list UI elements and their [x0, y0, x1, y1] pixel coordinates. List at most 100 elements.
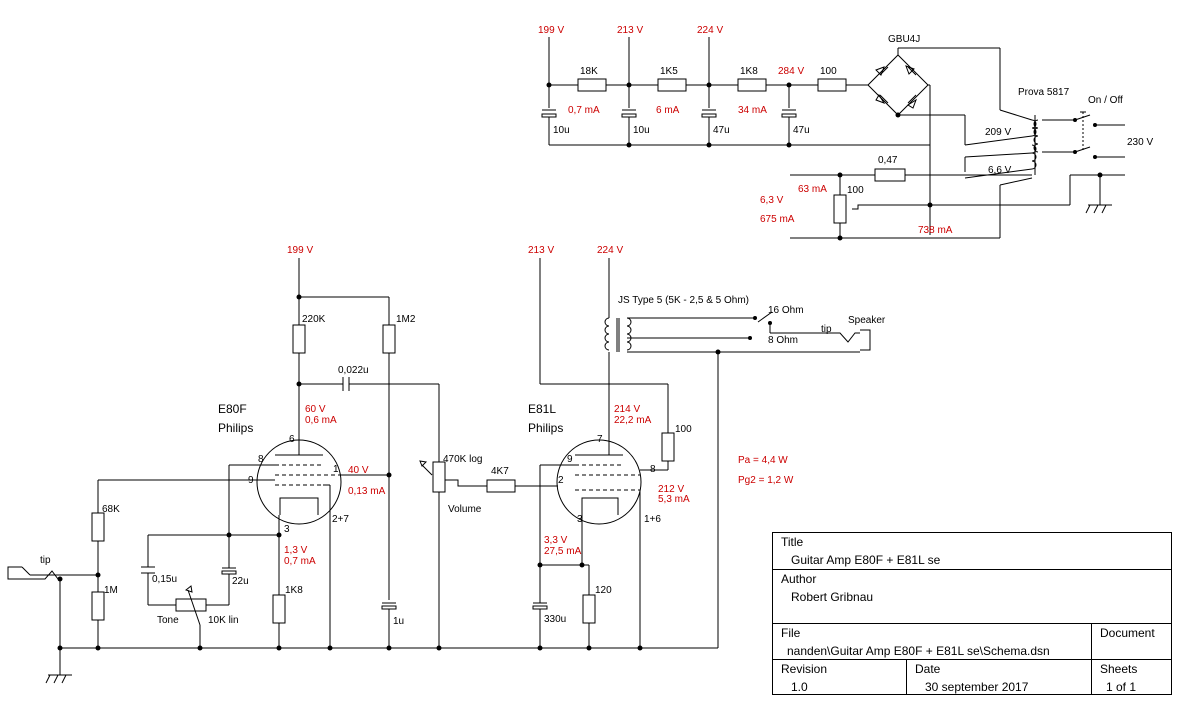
file-label: File: [781, 626, 801, 640]
resistor-label-1k8: 1K8: [740, 66, 758, 77]
resistor-label-220k: 220K: [302, 314, 326, 325]
output-transformer: [604, 311, 871, 648]
e80f-pin-9: 9: [248, 475, 254, 486]
resistor-label-100: 100: [820, 66, 837, 77]
e80f-g2-current: 0,13 mA: [348, 486, 386, 497]
author-value: Robert Gribnau: [791, 590, 874, 604]
cap-label-3: 47u: [713, 125, 730, 136]
volume-pot: [432, 461, 446, 493]
file-cell: File nanden\Guitar Amp E80F + E81L se\Sc…: [772, 623, 1092, 660]
tone-label: Tone: [157, 615, 179, 626]
resistor-1m2: [382, 324, 396, 354]
e81l-tube: [539, 439, 647, 648]
e81l-type: E81L: [528, 402, 556, 416]
e81l-maker: Philips: [528, 421, 563, 435]
e80f-cathode-current: 0,7 mA: [284, 556, 316, 567]
e80f-cathode-voltage: 1,3 V: [284, 545, 308, 556]
resistor-18k: [577, 78, 607, 92]
volume-pot-label: 470K log: [443, 454, 482, 465]
e81l-pin-8: 8: [650, 464, 656, 475]
resistor-label-1k8-cathode: 1K8: [285, 585, 303, 596]
resistor-label-1m2: 1M2: [396, 314, 416, 325]
resistor-label-120: 120: [595, 585, 612, 596]
cathode-cap-label: 22u: [232, 576, 249, 587]
heater-resistor-label: 0,47: [878, 155, 898, 166]
e81l-g2-voltage: 212 V: [658, 484, 684, 495]
g2-cap-label: 1u: [393, 616, 404, 627]
power-stage: E81L Philips 213 V 224 V JS Type 5 (5K -…: [528, 245, 886, 648]
resistor-label-1m: 1M: [104, 585, 118, 596]
current-2: 6 mA: [656, 105, 680, 116]
title-label: Title: [781, 535, 804, 549]
e81l-pin-16: 1+6: [644, 514, 661, 525]
revision-label: Revision: [781, 662, 828, 676]
e81l-g2-current: 5,3 mA: [658, 494, 690, 505]
resistor-label-1k5: 1K5: [660, 66, 678, 77]
secondary-heater: 6,6 V: [988, 165, 1012, 176]
cap-label-2: 10u: [633, 125, 650, 136]
switch-label: On / Off: [1088, 95, 1123, 106]
mains-switch: [1073, 111, 1125, 159]
node-voltage-2: 213 V: [617, 25, 643, 36]
heater-current: 63 mA: [798, 184, 827, 195]
e80f-anode-current: 0,6 mA: [305, 415, 337, 426]
resistor-1k8-cathode: [272, 594, 286, 624]
author-cell: Author Robert Gribnau: [772, 569, 1172, 624]
input-jack: tip: [7, 555, 63, 648]
coupling-cap-label: 0,022u: [338, 365, 369, 376]
resistor-1k8: [737, 78, 767, 92]
heater-total: 675 mA: [760, 214, 795, 225]
resistor-1m: [91, 591, 105, 621]
title-cell: Title Guitar Amp E80F + E81L se: [772, 532, 1172, 570]
rectifier-label: GBU4J: [888, 34, 920, 45]
resistor-label-18k: 18K: [580, 66, 598, 77]
e80f-maker: Philips: [218, 421, 253, 435]
preamp-stage: E80F Philips 199 V 220K 1M2 0,022u 60 V …: [30, 245, 440, 651]
e81l-cathode-current: 27,5 mA: [544, 546, 582, 557]
output-transformer-label: JS Type 5 (5K - 2,5 & 5 Ohm): [618, 295, 749, 306]
power-supply-b: 224 V: [597, 245, 623, 256]
heater-pot-label: 100: [847, 185, 864, 196]
node-voltage-1: 199 V: [538, 25, 564, 36]
resistor-label-100-g2: 100: [675, 424, 692, 435]
e81l-anode-voltage: 214 V: [614, 404, 640, 415]
e81l-cathode-cap-label: 330u: [544, 614, 566, 625]
sheets-value: 1 of 1: [1106, 680, 1137, 694]
resistor-047: [874, 168, 906, 182]
volume-label: Volume: [448, 504, 482, 515]
e80f-anode-voltage: 60 V: [305, 404, 326, 415]
e80f-tube: [229, 439, 389, 648]
heater-voltage: 6,3 V: [760, 195, 784, 206]
e81l-cathode-voltage: 3,3 V: [544, 535, 568, 546]
power-supply-a: 213 V: [528, 245, 554, 256]
resistor-120: [582, 594, 596, 624]
e80f-pin-3: 3: [284, 524, 290, 535]
file-value: nanden\Guitar Amp E80F + E81L se\Schema.…: [787, 644, 1050, 658]
resistor-4k7: [486, 479, 516, 493]
date-value: 30 september 2017: [925, 680, 1029, 694]
power-supply: GBU4J Prova 5817 On / Off 230 V 209 V 6,…: [538, 25, 1153, 241]
resistor-1k5: [657, 78, 687, 92]
cap-label-1: 10u: [553, 125, 570, 136]
volume-control: 470K log Volume 4K7: [419, 454, 558, 651]
cap-label-4: 47u: [793, 125, 810, 136]
mains-voltage: 230 V: [1127, 137, 1153, 148]
resistor-68k: [91, 512, 105, 542]
author-label: Author: [781, 572, 817, 586]
output-tip-label: tip: [821, 324, 832, 335]
transformer-label: Prova 5817: [1018, 87, 1070, 98]
date-cell: Date 30 september 2017: [906, 659, 1092, 695]
anode-dissipation: Pa = 4,4 W: [738, 455, 788, 466]
e80f-g2-voltage: 40 V: [348, 465, 369, 476]
secondary-hv: 209 V: [985, 127, 1011, 138]
node-voltage-4: 284 V: [778, 66, 804, 77]
e81l-anode-current: 22,2 mA: [614, 415, 652, 426]
current-3: 34 mA: [738, 105, 767, 116]
speaker-label: Speaker: [848, 315, 886, 326]
node-voltage-3: 224 V: [697, 25, 723, 36]
sheets-label: Sheets: [1100, 662, 1138, 676]
e81l-pin-2: 2: [558, 475, 564, 486]
date-label: Date: [915, 662, 941, 676]
resistor-220k: [292, 324, 306, 354]
e81l-pin-3: 3: [577, 514, 583, 525]
